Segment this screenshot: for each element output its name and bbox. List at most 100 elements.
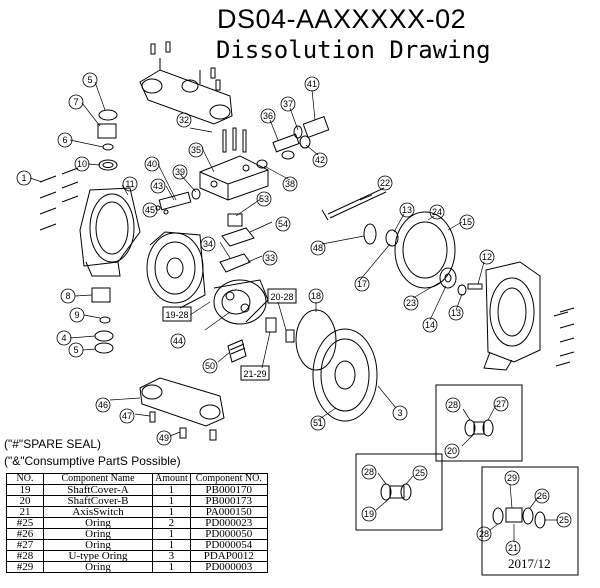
callout-15: 15 xyxy=(462,217,472,227)
pilot-parts xyxy=(256,116,330,169)
table-row: #29 Oring 1 PD000003 xyxy=(6,561,268,573)
callout-23: 23 xyxy=(406,298,416,308)
cell-part-no: PDAP0012 xyxy=(189,550,268,562)
callout-36: 36 xyxy=(263,111,273,121)
callout-11: 11 xyxy=(125,179,134,189)
callout-22: 22 xyxy=(380,178,390,188)
o-ring-5 xyxy=(98,109,118,121)
cell-no: 20 xyxy=(6,495,44,507)
consumptive-note: ("&"Consumptive PartS Possible) xyxy=(4,454,181,468)
parts-table-header: NO. Component Name Amount Component NO. xyxy=(6,473,268,485)
callout-labels: 5 7 6 10 1 11 8 9 4 5 32 35 40 39 43 45 … xyxy=(21,75,569,553)
bolt-52 xyxy=(209,429,217,441)
header-component-no: Component NO. xyxy=(189,473,268,485)
drawing-title: Dissolution Drawing xyxy=(216,36,491,64)
callout-6: 6 xyxy=(62,135,67,145)
callout-3: 3 xyxy=(397,408,402,418)
callout-46: 46 xyxy=(98,400,108,410)
bolt-49 xyxy=(179,427,187,439)
center-body xyxy=(146,231,206,309)
callout-circles xyxy=(16,72,572,556)
right-bolts xyxy=(553,307,575,367)
callout-38: 38 xyxy=(285,179,295,189)
inset-callout-28c: 28 xyxy=(479,529,489,539)
cell-name: AxisSwitch xyxy=(43,506,153,518)
spare-seal-note: ("#"SPARE SEAL) xyxy=(4,437,101,451)
callout-34: 34 xyxy=(203,239,213,249)
callout-42: 42 xyxy=(315,155,325,165)
box-label-19-28: 19-28 xyxy=(165,310,188,320)
cell-amount: 1 xyxy=(152,539,191,551)
cell-name: Oring xyxy=(43,539,153,551)
callout-1: 1 xyxy=(21,173,26,183)
cell-amount: 1 xyxy=(152,495,191,507)
cell-no: 19 xyxy=(6,484,44,496)
ball-9 xyxy=(99,316,111,324)
top-manifold xyxy=(139,58,233,125)
callout-7: 7 xyxy=(73,97,78,107)
cell-no: #27 xyxy=(6,539,44,551)
cell-no: #29 xyxy=(6,561,44,573)
part-53 xyxy=(227,213,243,227)
callout-53: 53 xyxy=(259,194,269,204)
shaft-cover-21 xyxy=(265,317,277,333)
table-row: 19 ShaftCover-A 1 PB000170 xyxy=(6,484,268,496)
bottom-manifold xyxy=(139,377,225,427)
parts-table: NO. Component Name Amount Component NO. … xyxy=(6,473,268,573)
callout-13a: 13 xyxy=(402,205,412,215)
cell-part-no: PD000003 xyxy=(189,561,268,573)
shaft-cover-20 xyxy=(285,329,295,343)
part-34 xyxy=(219,253,251,273)
o-ring-13 xyxy=(457,284,467,296)
inset-callout-25b: 25 xyxy=(559,515,569,525)
callout-50: 50 xyxy=(205,361,215,371)
cell-amount: 3 xyxy=(152,550,191,562)
air-valve xyxy=(199,155,269,201)
cell-amount: 1 xyxy=(152,528,191,540)
inset-callout-26: 26 xyxy=(537,491,547,501)
ball-6 xyxy=(102,143,114,151)
left-chamber xyxy=(79,187,141,277)
cell-name: Oring xyxy=(43,528,153,540)
table-row: #25 Oring 2 PD000023 xyxy=(6,517,268,529)
o-ring-10 xyxy=(98,159,118,171)
callout-44: 44 xyxy=(173,336,183,346)
shaft-housing-44 xyxy=(213,279,269,325)
callout-39: 39 xyxy=(175,167,185,177)
callout-49: 49 xyxy=(159,433,169,443)
bolt-47 xyxy=(149,411,156,423)
cell-no: #28 xyxy=(6,550,44,562)
callout-18: 18 xyxy=(311,291,321,301)
cell-amount: 1 xyxy=(152,506,191,518)
gasket-54 xyxy=(221,227,255,247)
callout-45: 45 xyxy=(145,205,155,215)
callout-51: 51 xyxy=(313,418,323,428)
cell-part-no: PB000173 xyxy=(189,495,268,507)
shaft-22 xyxy=(321,187,387,221)
callout-8: 8 xyxy=(65,291,70,301)
muffler-50 xyxy=(227,339,247,363)
inset-callout-25a: 25 xyxy=(415,468,425,478)
cell-part-no: PB000170 xyxy=(189,484,268,496)
cell-amount: 1 xyxy=(152,484,191,496)
cell-amount: 2 xyxy=(152,517,191,529)
inset-callout-28a: 28 xyxy=(448,400,458,410)
drawing-date: 2017/12 xyxy=(508,556,551,571)
callout-4: 4 xyxy=(61,333,66,343)
inset-box-20 xyxy=(435,384,523,462)
inset-callout-20: 20 xyxy=(447,446,457,456)
inset-parts-21 xyxy=(492,507,546,529)
callout-9: 9 xyxy=(74,310,79,320)
cell-name: Oring xyxy=(43,561,153,573)
right-diaphragm-plate xyxy=(312,328,378,422)
callout-37: 37 xyxy=(283,99,293,109)
header-no: NO. xyxy=(6,473,44,485)
cell-name: ShaftCover-B xyxy=(43,495,153,507)
valve-small-parts xyxy=(155,188,201,215)
manifold-bolts xyxy=(150,41,247,153)
inset-parts-20 xyxy=(464,419,494,437)
callout-35: 35 xyxy=(191,145,201,155)
inset-callout-27: 27 xyxy=(496,399,506,409)
inset-callout-21: 21 xyxy=(508,543,518,553)
